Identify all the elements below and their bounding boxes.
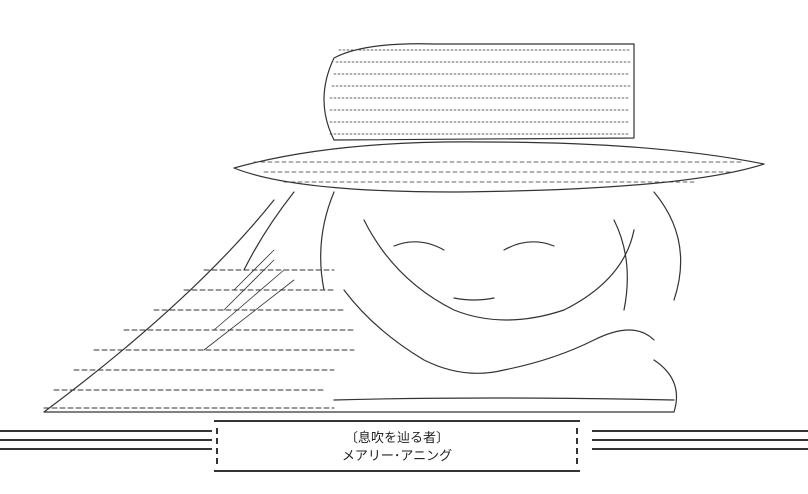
hair-outline xyxy=(243,191,682,311)
eye-left xyxy=(393,241,445,251)
arm-outline xyxy=(343,289,655,374)
hat-crown-outline xyxy=(323,43,635,141)
ascii-art-figure-with-hat-icon xyxy=(43,43,765,413)
hat-brim-hatching xyxy=(253,161,745,183)
caption-name: メアリー･アニング xyxy=(341,449,453,464)
eye-right xyxy=(503,241,555,251)
sleeve-hatching xyxy=(203,249,295,351)
hat-brim xyxy=(233,141,765,193)
hat-crown-hatching xyxy=(329,49,631,135)
body-shading xyxy=(43,269,355,409)
table-edge xyxy=(333,397,675,401)
caption-title: 〔息吹を辿る者〕 xyxy=(344,431,449,446)
caption-box-left-edge xyxy=(216,428,218,464)
caption-box: 〔息吹を辿る者〕 メアリー･アニング xyxy=(214,420,580,472)
body-outline xyxy=(43,199,678,413)
mouth xyxy=(453,297,495,301)
caption-rule-right xyxy=(592,430,808,452)
face-outline xyxy=(363,219,635,321)
caption-box-right-edge xyxy=(576,428,578,464)
caption-rule-left xyxy=(0,430,212,452)
